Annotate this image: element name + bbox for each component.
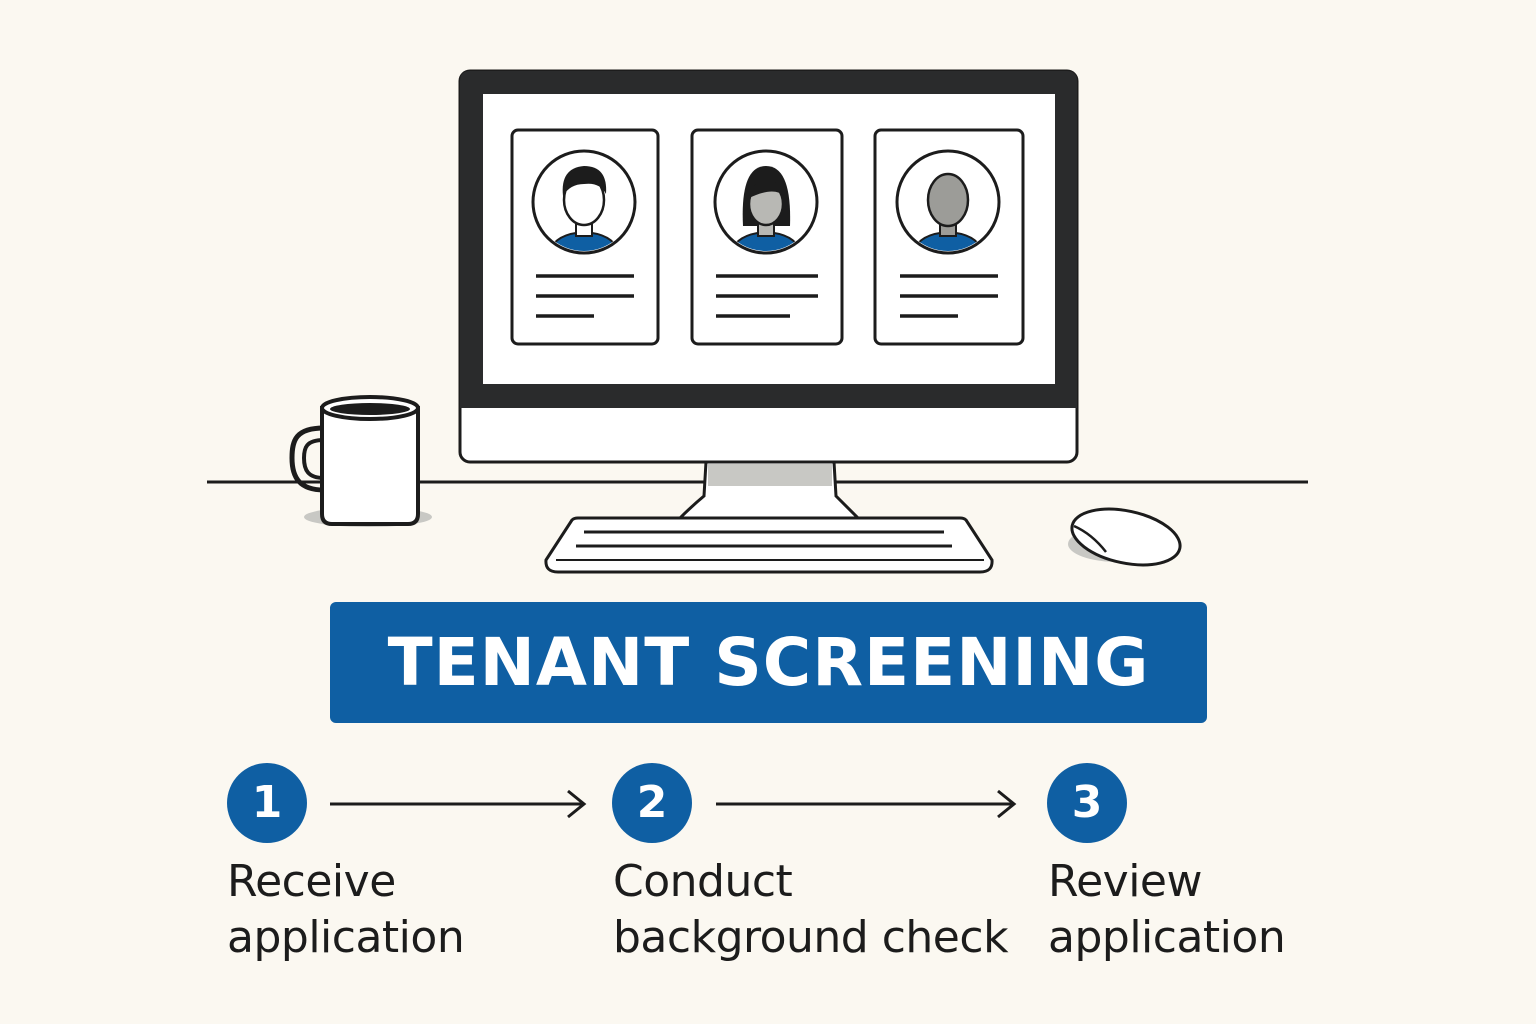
keyboard-icon bbox=[544, 516, 994, 574]
step-2-number-badge: 2 bbox=[612, 763, 692, 843]
profile-card bbox=[873, 128, 1025, 346]
step-1-label-line-1: Receive bbox=[227, 856, 396, 907]
step-1-label: Receive application bbox=[227, 854, 647, 966]
male-dark-hair-avatar-icon bbox=[531, 149, 637, 255]
step-2-label-line-1: Conduct bbox=[613, 856, 793, 907]
mouse-icon bbox=[1068, 507, 1182, 567]
coffee-mug-icon bbox=[289, 395, 432, 527]
arrow-right-icon bbox=[716, 789, 1017, 819]
step-3-label-line-1: Review bbox=[1048, 856, 1203, 907]
step-1-number-badge: 1 bbox=[227, 763, 307, 843]
step-2-label: Conduct background check bbox=[613, 854, 1033, 966]
step-3-number-badge: 3 bbox=[1047, 763, 1127, 843]
step-2-label-line-2: background check bbox=[613, 912, 1009, 963]
arrow-right-icon bbox=[330, 789, 587, 819]
step-3-label-line-2: application bbox=[1048, 912, 1286, 963]
step-3-label: Review application bbox=[1048, 854, 1468, 966]
female-dark-hair-avatar-icon bbox=[713, 149, 819, 255]
banner-title: TENANT SCREENING bbox=[387, 623, 1150, 701]
male-gray-avatar-icon bbox=[895, 149, 1001, 255]
profile-card bbox=[690, 128, 844, 346]
title-banner: TENANT SCREENING bbox=[330, 602, 1207, 723]
step-1-label-line-2: application bbox=[227, 912, 465, 963]
profile-card bbox=[510, 128, 660, 346]
